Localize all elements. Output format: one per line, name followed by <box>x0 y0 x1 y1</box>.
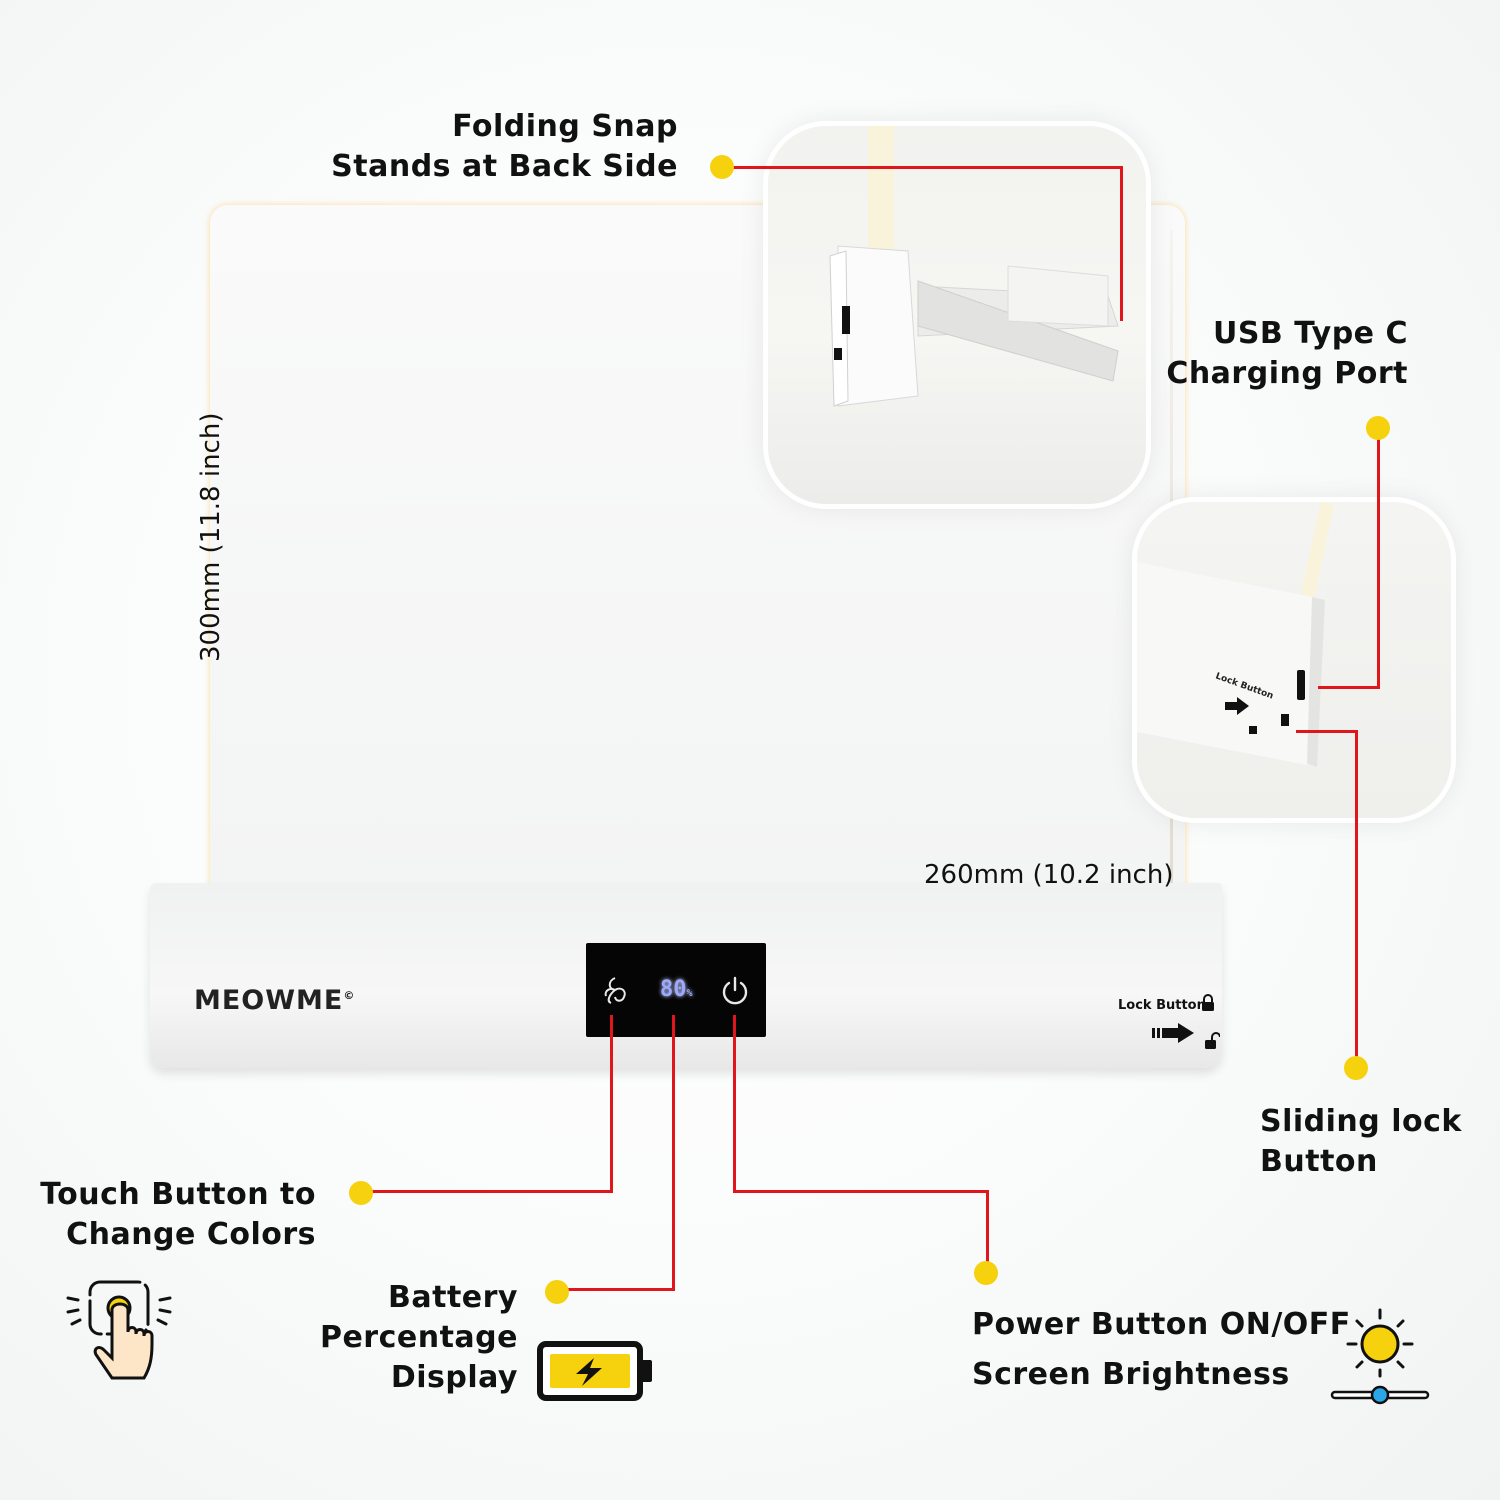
control-panel: 80% <box>586 943 766 1037</box>
callout-dot <box>349 1181 373 1205</box>
connector-line <box>672 1015 675 1291</box>
callout-power: Power Button ON/OFF Screen Brightness <box>972 1307 1351 1392</box>
callout-dot <box>974 1261 998 1285</box>
callout-usb-port: USB Type C Charging Port <box>1166 316 1408 391</box>
connector-line <box>733 1190 989 1193</box>
battery-charging-icon <box>537 1341 652 1401</box>
width-dimension-label: 260mm (10.2 inch) <box>924 860 1174 890</box>
callout-dot <box>710 155 734 179</box>
connector-line <box>1355 730 1358 1068</box>
lock-button-label: Lock Button <box>1118 998 1206 1013</box>
lock-closed-icon <box>1202 994 1214 1011</box>
brand-logo: MEOWME© <box>194 985 356 1016</box>
touch-hand-icon <box>66 1280 172 1380</box>
folding-stand-inset <box>768 126 1146 504</box>
lock-open-icon <box>1205 1032 1220 1049</box>
callout-dot <box>1344 1056 1368 1080</box>
callout-touch-button: Touch Button to Change Colors <box>40 1177 316 1252</box>
color-cycle-icon[interactable] <box>598 973 632 1007</box>
arrow-right-icon <box>1152 1023 1194 1043</box>
connector-line <box>1377 428 1380 688</box>
callout-dot <box>1366 416 1390 440</box>
sliding-lock-button[interactable]: Lock Button <box>1108 990 1228 1050</box>
callout-sliding-lock: Sliding lock Button <box>1260 1104 1462 1179</box>
connector-line <box>986 1190 989 1274</box>
usb-port-inset: Lock Button <box>1137 502 1451 818</box>
connector-line <box>557 1288 675 1291</box>
callout-folding-stand: Folding Snap Stands at Back Side <box>331 109 678 184</box>
height-dimension-label: 300mm (11.8 inch) <box>196 412 226 662</box>
connector-line <box>1120 166 1123 321</box>
battery-percentage-display: 80% <box>660 977 693 1002</box>
callout-dot <box>545 1280 569 1304</box>
connector-line <box>733 1015 736 1193</box>
connector-line <box>1296 730 1358 733</box>
power-icon[interactable] <box>718 974 752 1008</box>
connector-line <box>610 1015 613 1193</box>
callout-battery: Battery Percentage Display <box>319 1280 518 1395</box>
connector-line <box>722 166 1122 169</box>
connector-line <box>361 1190 613 1193</box>
connector-line <box>1318 686 1380 689</box>
brightness-sun-icon <box>1330 1308 1430 1405</box>
